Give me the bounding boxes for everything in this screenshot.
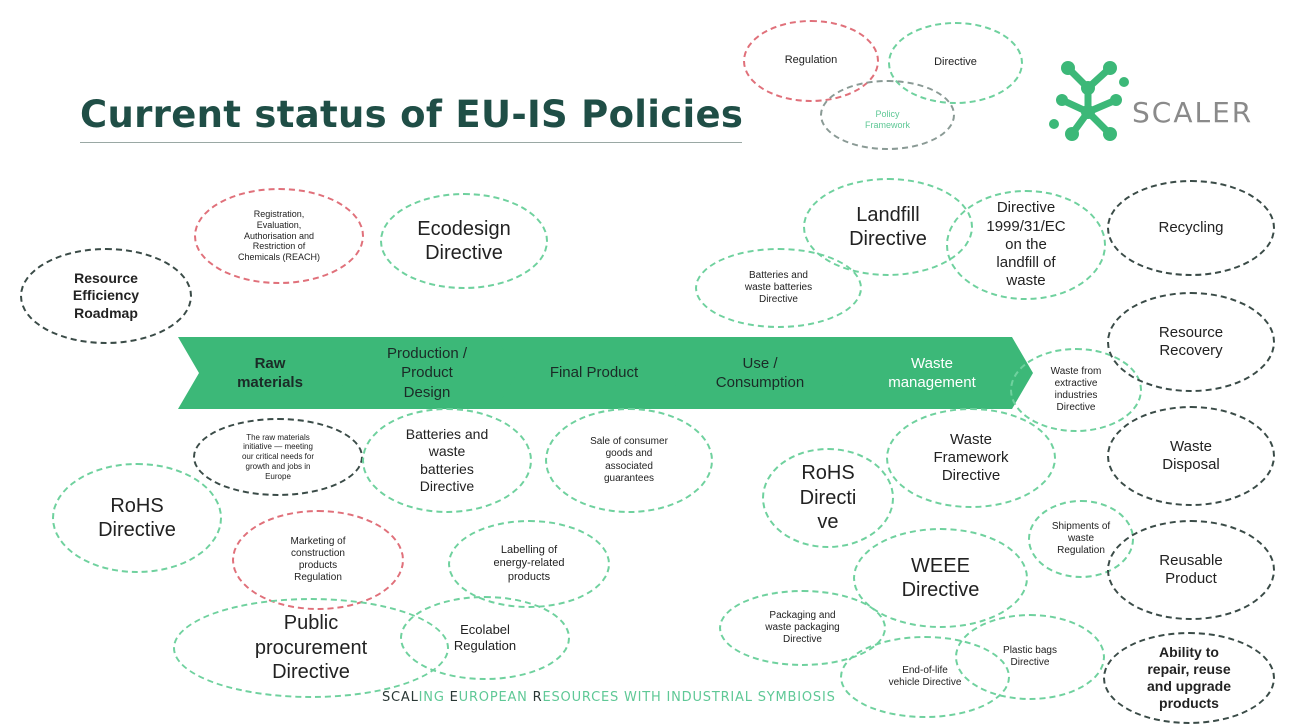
policy-waste-extractive-industries: Waste from extractive industries Directi… (1010, 348, 1142, 432)
outcome-repair-reuse-upgrade: Ability to repair, reuse and upgrade pro… (1103, 632, 1275, 724)
flow-arrow-production (329, 337, 523, 409)
outcome-reusable-product: Reusable Product (1107, 520, 1275, 620)
policy-directive-1999-31-ec: Directive 1999/31/EC on the landfill of … (946, 190, 1106, 300)
flow-arrow-raw-materials (178, 337, 356, 409)
footer-part: ING (418, 690, 450, 705)
policy-sale-consumer-goods: Sale of consumer goods and associated gu… (545, 408, 713, 513)
flow-label-production: Production / Product Design (386, 344, 468, 401)
policy-reach-regulation: Registration, Evaluation, Authorisation … (194, 188, 364, 284)
molecule-icon (1049, 61, 1129, 141)
logo-wordmark: SCALER (1132, 96, 1254, 129)
policy-rohs-directive-left: RoHS Directive (52, 463, 222, 573)
footer-part: E (449, 690, 459, 705)
flow-arrow-use (662, 337, 856, 409)
flow-label-waste: Waste management (888, 354, 976, 392)
policy-rohs-directive-right: RoHS Directi ve (762, 448, 894, 548)
policy-resource-efficiency-roadmap: Resource Efficiency Roadmap (20, 248, 192, 344)
policy-ecodesign-directive: Ecodesign Directive (380, 193, 548, 289)
footer-part: R (532, 690, 543, 705)
footer-part: ESOURCES WITH INDUSTRIAL SYMBIOSIS (542, 690, 836, 705)
footer-part: SCAL (382, 690, 419, 705)
footer-part: UROPEAN (458, 690, 533, 705)
policy-batteries-directive-top: Batteries and waste batteries Directive (695, 248, 862, 328)
policy-ecolabel-regulation: Ecolabel Regulation (400, 596, 570, 680)
policy-waste-framework-directive: Waste Framework Directive (886, 408, 1056, 508)
outcome-waste-disposal: Waste Disposal (1107, 406, 1275, 506)
policy-plastic-bags-directive: Plastic bags Directive (955, 614, 1105, 700)
policy-weee-directive: WEEE Directive (853, 528, 1028, 628)
outcome-recycling: Recycling (1107, 180, 1275, 276)
policy-packaging-waste-directive: Packaging and waste packaging Directive (719, 590, 886, 666)
flow-label-raw-materials: Raw materials (237, 354, 303, 392)
policy-marketing-construction-products: Marketing of construction products Regul… (232, 510, 404, 610)
footer-tagline: SCALING EUROPEAN RESOURCES WITH INDUSTRI… (382, 690, 836, 705)
policy-raw-materials-initiative: The raw materials initiative — meeting o… (193, 418, 363, 496)
flow-arrow-final-product (496, 337, 689, 409)
policy-labelling-energy-products: Labelling of energy-related products (448, 520, 610, 608)
outcome-resource-recovery: Resource Recovery (1107, 292, 1275, 392)
policy-batteries-directive-mid: Batteries and waste batteries Directive (362, 408, 532, 513)
page-title: Current status of EU-IS Policies (80, 93, 744, 136)
flow-label-use: Use / Consumption (715, 354, 805, 392)
legend-directive: Directive (888, 22, 1023, 104)
flow-arrow-waste (829, 337, 1033, 409)
title-underline (80, 142, 742, 143)
legend-policy-framework: Policy Framework (820, 80, 955, 150)
flow-label-final-product: Final Product (549, 364, 639, 382)
legend-regulation: Regulation (743, 20, 879, 102)
